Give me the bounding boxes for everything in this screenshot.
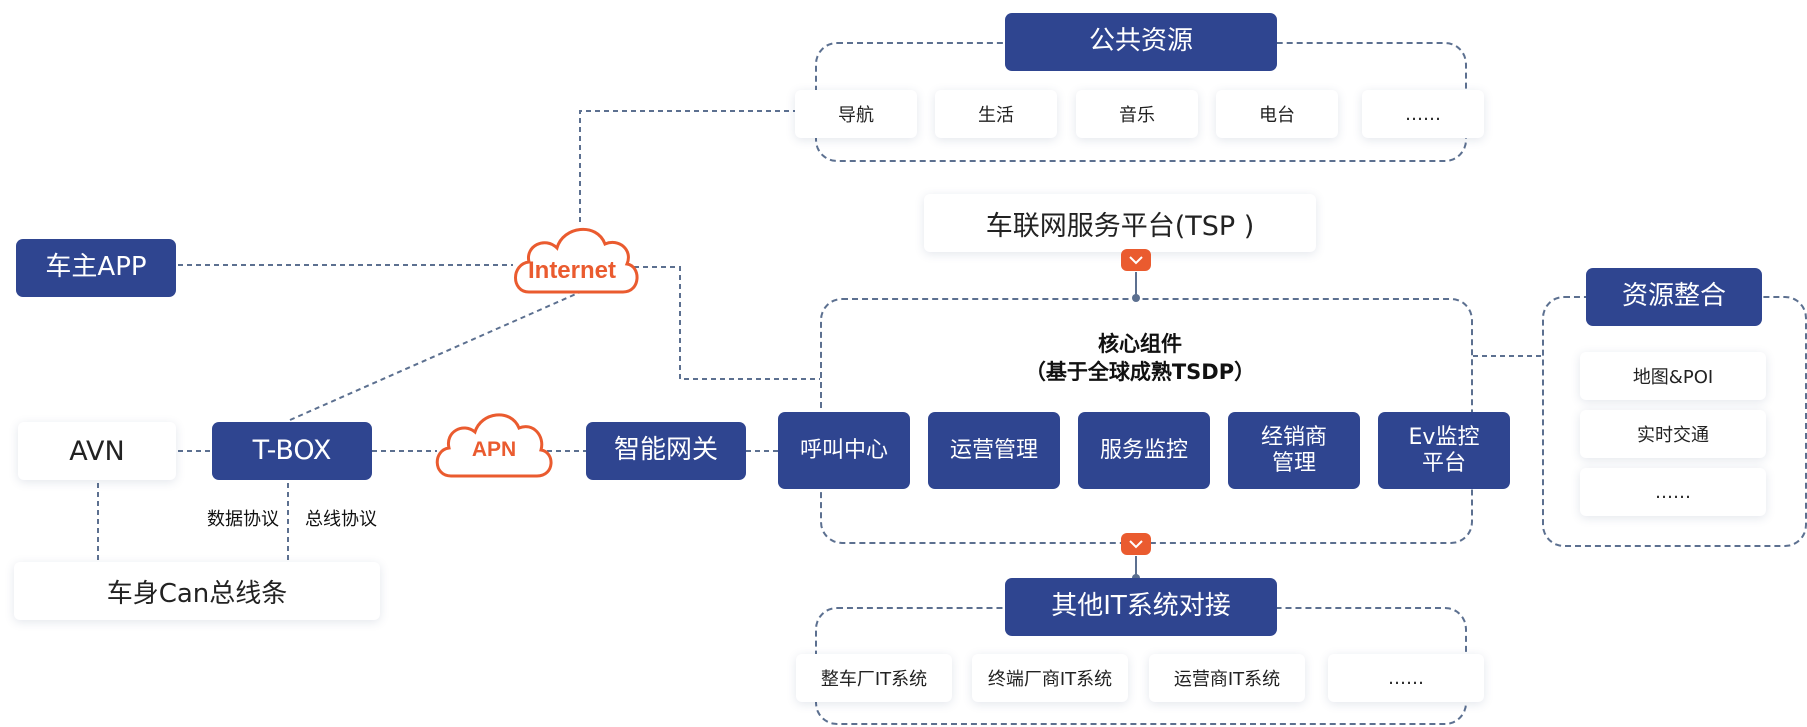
public-item-more: ……: [1362, 90, 1484, 138]
resource-more-item: ……: [1580, 468, 1766, 516]
public-item-music: 音乐: [1076, 90, 1198, 138]
other-it-header: 其他IT系统对接: [1005, 578, 1277, 636]
owner-app-box: 车主APP: [16, 239, 176, 297]
data-protocol-label: 数据协议: [207, 509, 279, 530]
call-center-box: 呼叫中心: [778, 412, 910, 489]
core-subtitle: （基于全球成熟TSDP）: [1024, 360, 1256, 384]
avn-box: AVN: [18, 422, 176, 480]
terminal-it-item: 终端厂商IT系统: [972, 654, 1128, 702]
public-resources-header: 公共资源: [1005, 13, 1277, 71]
apn-label: APN: [472, 438, 516, 461]
public-item-life: 生活: [935, 90, 1057, 138]
it-more-item: ……: [1328, 654, 1484, 702]
tsp-platform-box: 车联网服务平台(TSP ): [924, 194, 1316, 252]
resource-integration-header: 资源整合: [1586, 268, 1762, 326]
svc-monitor-box: 服务监控: [1078, 412, 1210, 489]
public-item-nav: 导航: [795, 90, 917, 138]
dealer-mgmt-line2: 管理: [1271, 450, 1316, 476]
dealer-mgmt-box: 经销商 管理: [1228, 412, 1360, 489]
ev-monitor-box: Ev监控 平台: [1378, 412, 1510, 489]
realtime-traffic-item: 实时交通: [1580, 410, 1766, 458]
ops-mgmt-box: 运营管理: [928, 412, 1060, 489]
line-internet-to-public: [579, 110, 795, 222]
ev-monitor-line1: Ev监控: [1408, 425, 1480, 451]
ev-monitor-line2: 平台: [1421, 450, 1466, 476]
bus-protocol-label: 总线协议: [305, 509, 377, 530]
public-item-radio: 电台: [1216, 90, 1338, 138]
chevron-down-icon: [1121, 533, 1151, 555]
line-tbox-to-internet: [289, 289, 586, 421]
can-bus-box: 车身Can总线条: [14, 562, 380, 620]
tbox-box: T-BOX: [212, 422, 372, 480]
line-internet-to-core: [625, 266, 820, 380]
dealer-mgmt-line1: 经销商: [1260, 425, 1327, 451]
smart-gateway-box: 智能网关: [586, 422, 746, 480]
core-title: 核心组件: [1098, 332, 1182, 356]
cloud-icon: [435, 413, 553, 478]
chevron-down-icon: [1121, 249, 1151, 271]
oem-it-item: 整车厂IT系统: [796, 654, 952, 702]
map-poi-item: 地图&POI: [1580, 352, 1766, 400]
operator-it-item: 运营商IT系统: [1149, 654, 1305, 702]
internet-label: Internet: [528, 257, 616, 284]
cloud-icon: [514, 227, 639, 294]
